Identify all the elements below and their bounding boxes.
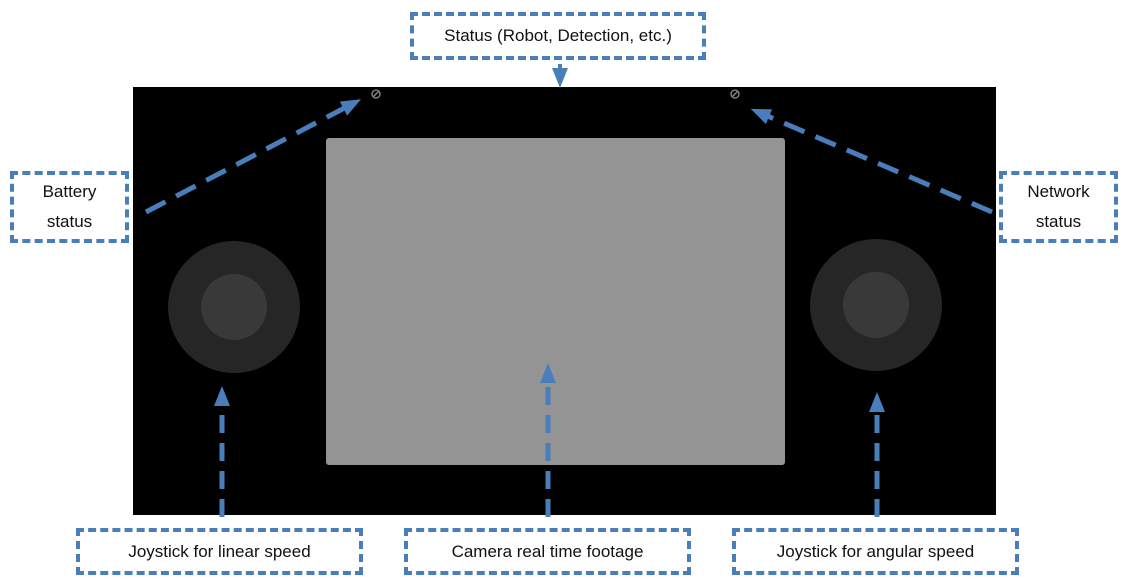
angular-joystick-callout: Joystick for angular speed bbox=[732, 528, 1019, 575]
battery-callout-line1: Battery bbox=[42, 182, 97, 201]
battery-arrow bbox=[144, 99, 362, 215]
status-callout-label: Status (Robot, Detection, etc.) bbox=[444, 26, 672, 45]
angular-joystick-knob[interactable] bbox=[843, 272, 909, 338]
angular-speed-joystick[interactable] bbox=[810, 239, 942, 371]
linear-joystick-knob[interactable] bbox=[201, 274, 267, 340]
camera-callout: Camera real time footage bbox=[404, 528, 691, 575]
linear-speed-joystick[interactable] bbox=[168, 241, 300, 373]
linear-joystick-callout-label: Joystick for linear speed bbox=[128, 541, 311, 561]
battery-callout-line2: status bbox=[46, 212, 93, 231]
linear-joystick-callout: Joystick for linear speed bbox=[76, 528, 363, 575]
network-callout-line2: status bbox=[1035, 212, 1082, 231]
angular-joystick-callout-label: Joystick for angular speed bbox=[776, 541, 975, 561]
battery-callout: Battery status bbox=[10, 171, 129, 243]
network-indicator-icon bbox=[730, 89, 740, 99]
camera-callout-label: Camera real time footage bbox=[451, 541, 644, 561]
network-arrow bbox=[750, 108, 993, 215]
network-callout-line1: Network bbox=[1027, 182, 1090, 201]
camera-view bbox=[326, 138, 785, 465]
network-callout: Network status bbox=[999, 171, 1118, 243]
battery-indicator-icon bbox=[371, 89, 381, 99]
status-callout: Status (Robot, Detection, etc.) bbox=[410, 12, 706, 60]
